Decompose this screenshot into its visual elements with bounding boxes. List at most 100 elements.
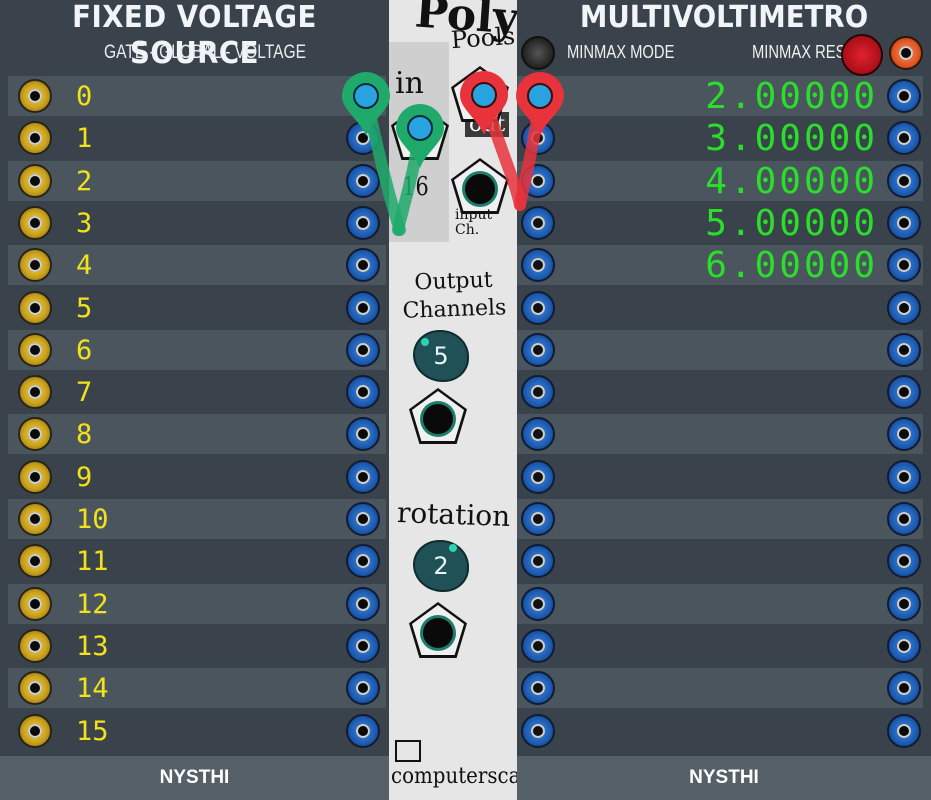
meter-input-jack[interactable] <box>521 290 555 325</box>
meter-output-jack[interactable] <box>887 205 921 240</box>
voltage-readout: 5.00000 <box>705 202 878 244</box>
channel-number: 12 <box>76 588 109 620</box>
meter-output-jack[interactable] <box>887 628 921 663</box>
voltage-output-jack[interactable] <box>346 163 380 198</box>
minmax-reset-input-jack[interactable] <box>889 36 923 70</box>
meter-output-jack[interactable] <box>887 163 921 198</box>
meter-output-jack[interactable] <box>887 332 921 367</box>
gate-input-jack[interactable] <box>18 375 52 410</box>
channel-count: 16 <box>402 172 429 202</box>
meter-output-jack[interactable] <box>887 671 921 706</box>
gate-input-jack[interactable] <box>18 502 52 536</box>
channel-row: 3 <box>8 202 386 243</box>
channel-row: 8 <box>8 414 386 455</box>
meter-output-jack[interactable] <box>887 290 921 325</box>
minmax-mode-button[interactable] <box>521 36 555 70</box>
computerscare-logo-icon <box>395 740 421 762</box>
meter-input-jack[interactable] <box>521 205 555 240</box>
meter-output-jack[interactable] <box>887 417 921 452</box>
voltage-output-jack[interactable] <box>346 79 380 113</box>
module-title: Pools <box>450 21 516 55</box>
voltage-output-jack[interactable] <box>346 502 380 536</box>
meter-output-jack[interactable] <box>887 248 921 283</box>
voltage-output-jack[interactable] <box>346 121 380 156</box>
meter-input-jack[interactable] <box>521 459 555 494</box>
gate-input-jack[interactable] <box>18 205 52 240</box>
meter-output-jack[interactable] <box>887 459 921 494</box>
voltage-output-jack[interactable] <box>346 713 380 748</box>
output-jack[interactable] <box>451 66 509 122</box>
rotation-knob[interactable]: 2 <box>413 540 469 592</box>
meter-row <box>517 668 923 709</box>
gate-input-jack[interactable] <box>18 79 52 113</box>
meter-input-jack[interactable] <box>521 248 555 283</box>
voltage-output-jack[interactable] <box>346 248 380 283</box>
meter-output-jack[interactable] <box>887 121 921 156</box>
meter-output-jack[interactable] <box>887 713 921 748</box>
meter-input-jack[interactable] <box>521 121 555 156</box>
voltage-output-jack[interactable] <box>346 671 380 706</box>
meter-input-jack[interactable] <box>521 586 555 621</box>
meter-input-jack[interactable] <box>521 375 555 410</box>
brand-strip: NYSTHI <box>517 756 931 800</box>
voltage-output-jack[interactable] <box>346 628 380 663</box>
meter-output-jack[interactable] <box>887 586 921 621</box>
meter-input-jack[interactable] <box>521 79 555 113</box>
fixed-voltage-source-module: FIXED VOLTAGE SOURCE GATE - GLOBAL - VOL… <box>0 0 389 800</box>
channel-number: 8 <box>76 419 93 451</box>
minmax-mode-label: MINMAX MODE <box>567 42 675 62</box>
gate-input-jack[interactable] <box>18 121 52 156</box>
channel-number: 15 <box>76 715 109 747</box>
meter-input-jack[interactable] <box>521 671 555 706</box>
minmax-reset-label: MINMAX RESET <box>752 42 865 62</box>
gate-input-jack[interactable] <box>18 163 52 198</box>
module-title: FIXED VOLTAGE SOURCE <box>72 0 317 71</box>
meter-input-jack[interactable] <box>521 502 555 536</box>
channel-number: 13 <box>76 630 109 662</box>
meter-output-jack[interactable] <box>887 375 921 410</box>
output-channels-knob[interactable]: 5 <box>413 330 469 382</box>
channel-row: 4 <box>8 245 386 286</box>
rotation-cv-jack[interactable] <box>409 602 467 658</box>
meter-output-jack[interactable] <box>887 79 921 113</box>
input-channel-jack[interactable] <box>451 158 509 214</box>
gate-input-jack[interactable] <box>18 248 52 283</box>
gate-input-jack[interactable] <box>18 332 52 367</box>
gate-input-jack[interactable] <box>18 544 52 579</box>
brand-label: NYSTHI <box>159 767 230 788</box>
gate-input-jack[interactable] <box>18 628 52 663</box>
voltage-output-jack[interactable] <box>346 375 380 410</box>
voltage-output-jack[interactable] <box>346 332 380 367</box>
meter-input-jack[interactable] <box>521 544 555 579</box>
output-channels-cv-jack[interactable] <box>409 388 467 444</box>
brand-strip: NYSTHI <box>0 756 389 800</box>
voltage-output-jack[interactable] <box>346 586 380 621</box>
voltage-readout: 3.00000 <box>705 118 878 160</box>
meter-input-jack[interactable] <box>521 163 555 198</box>
input-ch-label: input Ch. <box>455 207 493 238</box>
meter-output-jack[interactable] <box>887 544 921 579</box>
meter-row <box>517 625 923 666</box>
gate-input-jack[interactable] <box>18 671 52 706</box>
meter-input-jack[interactable] <box>521 417 555 452</box>
meter-input-jack[interactable] <box>521 713 555 748</box>
gate-input-jack[interactable] <box>18 417 52 452</box>
voltage-output-jack[interactable] <box>346 417 380 452</box>
meter-input-jack[interactable] <box>521 332 555 367</box>
gate-input-jack[interactable] <box>18 459 52 494</box>
voltage-output-jack[interactable] <box>346 459 380 494</box>
gate-input-jack[interactable] <box>18 586 52 621</box>
meter-row <box>517 287 923 328</box>
voltage-output-jack[interactable] <box>346 544 380 579</box>
channel-number: 10 <box>76 504 109 535</box>
voltage-output-jack[interactable] <box>346 205 380 240</box>
gate-input-jack[interactable] <box>18 290 52 325</box>
voltage-output-jack[interactable] <box>346 290 380 325</box>
channel-number: 1 <box>76 123 93 155</box>
gate-input-jack[interactable] <box>18 713 52 748</box>
meter-input-jack[interactable] <box>521 628 555 663</box>
meter-output-jack[interactable] <box>887 502 921 536</box>
channel-row: 10 <box>8 499 386 539</box>
meter-row <box>517 710 923 751</box>
minmax-reset-button[interactable] <box>841 34 883 76</box>
